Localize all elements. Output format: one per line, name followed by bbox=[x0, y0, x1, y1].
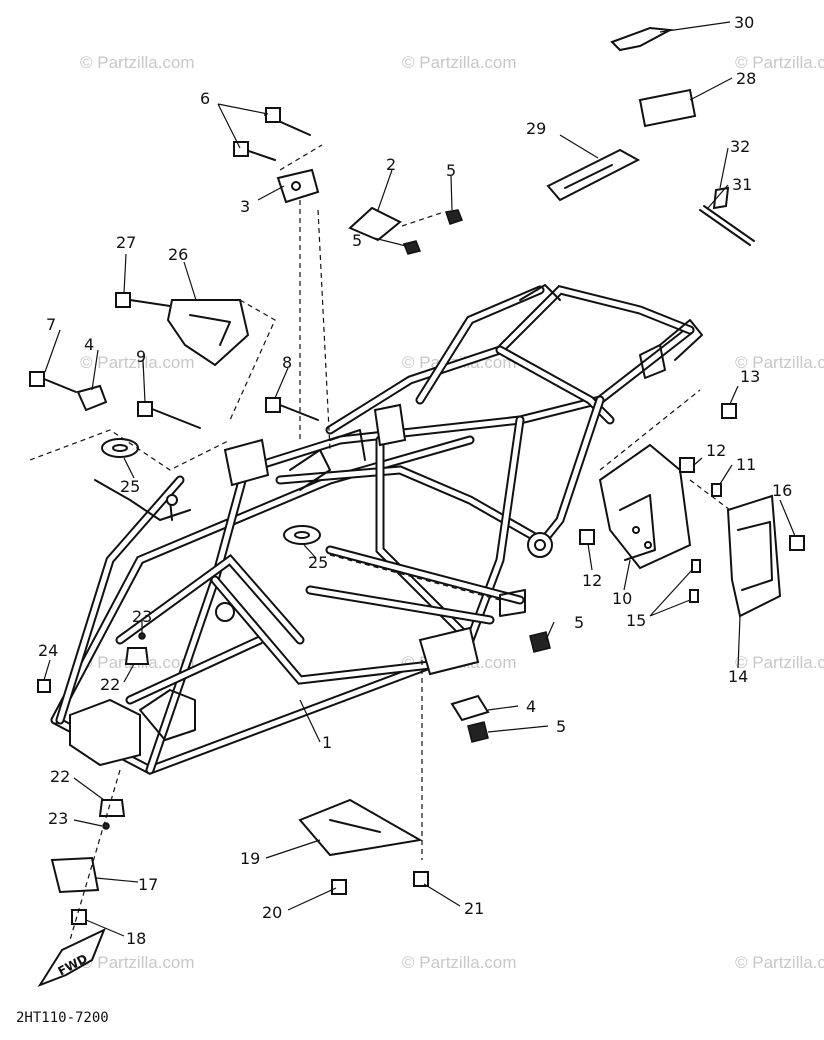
watermark: © Partzilla.com bbox=[402, 953, 517, 972]
callout-label: 8 bbox=[282, 353, 292, 372]
watermark: © Partzilla.com bbox=[80, 53, 195, 72]
callout-label: 13 bbox=[740, 367, 760, 386]
callout-label: 28 bbox=[736, 69, 756, 88]
callout-label: 12 bbox=[582, 571, 602, 590]
drawing-code: 2HT110-7200 bbox=[16, 1010, 109, 1026]
callouts: 1 2 3 4 4 5 5 5 5 6 7 8 9 10 11 12 12 13… bbox=[38, 13, 792, 948]
main-frame bbox=[50, 284, 703, 775]
callout-label: 24 bbox=[38, 641, 58, 660]
callout-label: 16 bbox=[772, 481, 792, 500]
callout-label: 32 bbox=[730, 137, 750, 156]
callout-label: 21 bbox=[464, 899, 484, 918]
callout-label: 5 bbox=[446, 161, 456, 180]
callout-label: 10 bbox=[612, 589, 632, 608]
callout-label: 11 bbox=[736, 455, 756, 474]
watermark: © Partzilla.com bbox=[402, 53, 517, 72]
watermark: © Partzilla.com bbox=[735, 353, 824, 372]
callout-label: 15 bbox=[626, 611, 646, 630]
callout-label: 4 bbox=[526, 697, 536, 716]
callout-label: 2 bbox=[386, 155, 396, 174]
callout-label: 31 bbox=[732, 175, 752, 194]
callout-label: 27 bbox=[116, 233, 136, 252]
callout-label: 22 bbox=[100, 675, 120, 694]
watermark: © Partzilla.com bbox=[80, 353, 195, 372]
watermark: © Partzilla.com bbox=[735, 653, 824, 672]
hardware bbox=[29, 26, 805, 925]
callout-label: 29 bbox=[526, 119, 546, 138]
callout-label: 3 bbox=[240, 197, 250, 216]
watermark: © Partzilla.com bbox=[80, 953, 195, 972]
callout-label: 20 bbox=[262, 903, 282, 922]
callout-label: 25 bbox=[120, 477, 140, 496]
watermark: © Partzilla.com bbox=[735, 953, 824, 972]
leader-lines bbox=[29, 21, 796, 941]
callout-label: 9 bbox=[136, 347, 146, 366]
callout-label: 12 bbox=[706, 441, 726, 460]
callout-label: 5 bbox=[352, 231, 362, 250]
callout-label: 5 bbox=[556, 717, 566, 736]
callout-label: 18 bbox=[126, 929, 146, 948]
callout-label: 23 bbox=[48, 809, 68, 828]
callout-label: 26 bbox=[168, 245, 188, 264]
watermark: © Partzilla.com bbox=[735, 53, 824, 72]
callout-label: 5 bbox=[574, 613, 584, 632]
callout-label: 6 bbox=[200, 89, 210, 108]
callout-label: 25 bbox=[308, 553, 328, 572]
callout-label: 14 bbox=[728, 667, 748, 686]
callout-label: 7 bbox=[46, 315, 56, 334]
callout-label: 23 bbox=[132, 607, 152, 626]
callout-label: 30 bbox=[734, 13, 754, 32]
callout-label: 1 bbox=[322, 733, 332, 752]
callout-label: 4 bbox=[84, 335, 94, 354]
callout-label: 19 bbox=[240, 849, 260, 868]
callout-label: 17 bbox=[138, 875, 158, 894]
callout-label: 22 bbox=[50, 767, 70, 786]
